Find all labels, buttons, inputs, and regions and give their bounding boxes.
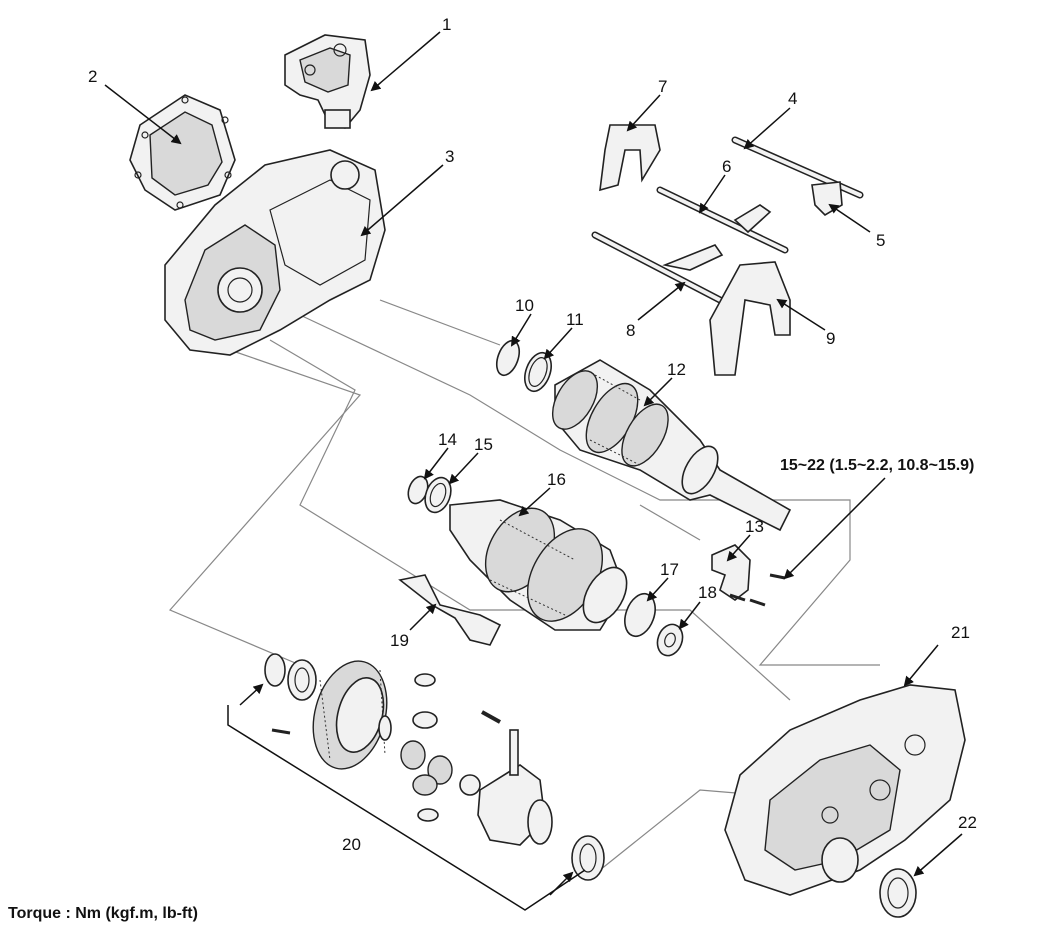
callout-12: 12 [667, 360, 686, 379]
torque-spec-label: 15~22 (1.5~2.2, 10.8~15.9) [780, 457, 974, 474]
shim-and-snap-ring [495, 339, 552, 393]
bearing-rings-14-15 [407, 475, 452, 514]
callout-numbers: 1 2 3 4 5 6 7 8 9 10 11 12 13 14 15 16 1… [88, 15, 977, 854]
shift-rails-and-forks [591, 124, 864, 376]
differential-assembly [227, 653, 605, 911]
bearing-and-shim-17-18 [624, 592, 684, 657]
callout-20: 20 [342, 835, 361, 854]
callout-leaders [104, 31, 963, 896]
callout-4: 4 [788, 89, 797, 108]
callout-7: 7 [658, 77, 667, 96]
callout-8: 8 [626, 321, 635, 340]
callout-9: 9 [826, 329, 835, 348]
callout-5: 5 [876, 231, 885, 250]
callout-6: 6 [722, 157, 731, 176]
callout-16: 16 [547, 470, 566, 489]
bearing-retainer [711, 544, 786, 607]
oil-seal [879, 868, 917, 918]
callout-17: 17 [660, 560, 679, 579]
callout-21: 21 [951, 623, 970, 642]
oil-guide [398, 574, 502, 646]
shift-control-assembly [284, 34, 371, 129]
callout-19: 19 [390, 631, 409, 650]
input-shaft-assembly [551, 359, 792, 532]
callout-2: 2 [88, 67, 97, 86]
callout-10: 10 [515, 296, 534, 315]
callout-1: 1 [442, 15, 451, 34]
callout-14: 14 [438, 430, 457, 449]
transmission-case [164, 149, 386, 356]
callout-11: 11 [566, 310, 584, 329]
clutch-housing [724, 684, 966, 896]
callout-18: 18 [698, 583, 717, 602]
torque-units-footer: Torque : Nm (kgf.m, lb-ft) [8, 905, 198, 922]
callout-22: 22 [958, 813, 977, 832]
callout-15: 15 [474, 435, 493, 454]
callout-3: 3 [445, 147, 454, 166]
side-cover [129, 94, 236, 211]
output-shaft-assembly [449, 499, 628, 631]
callout-13: 13 [745, 517, 764, 536]
